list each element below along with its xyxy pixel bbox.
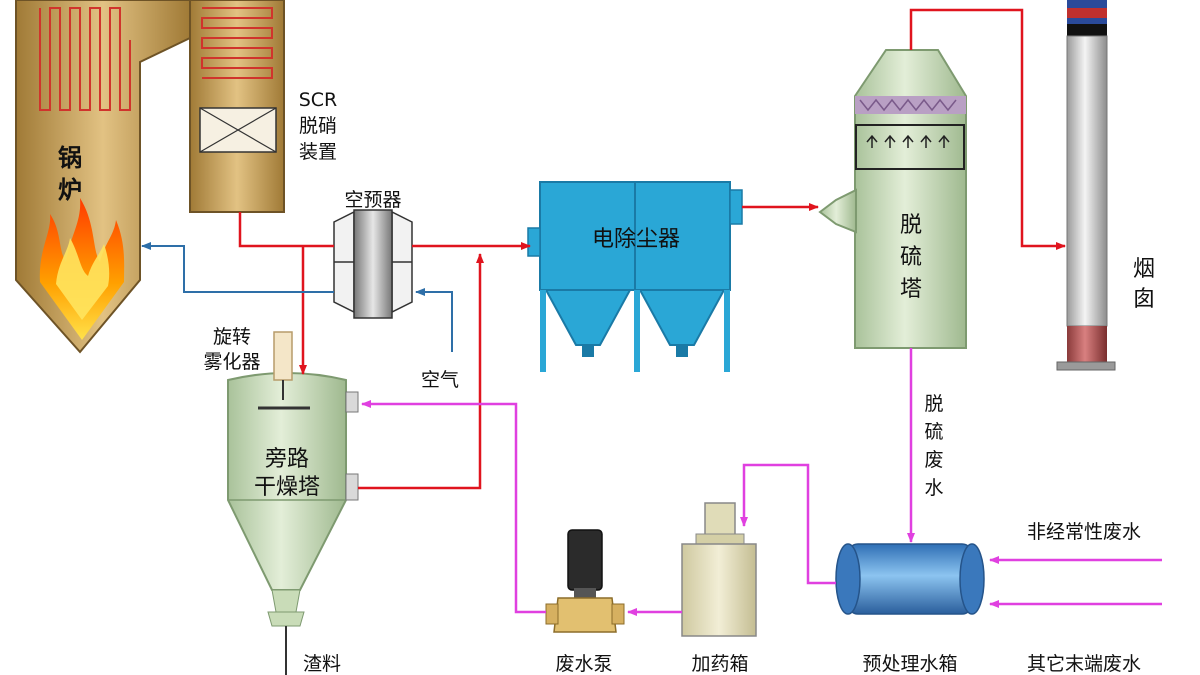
atomizer-label-1: 旋转 — [213, 326, 251, 348]
fgd-label-3: 塔 — [900, 277, 922, 302]
boiler-tube-coil — [39, 7, 131, 111]
air-preheater — [333, 209, 413, 319]
dryer-label-2: 干燥塔 — [254, 475, 320, 500]
fgd-tower — [818, 49, 967, 349]
demister-icon — [855, 124, 965, 170]
air-lines — [141, 242, 453, 352]
electrostatic-precipitator — [527, 181, 743, 372]
bypass-dryer — [227, 331, 359, 675]
chimney — [1056, 0, 1116, 371]
scr-tube-coil — [201, 7, 273, 79]
scr-label-1: SCR — [299, 89, 338, 111]
flame-icon — [39, 198, 125, 340]
air-label: 空气 — [421, 369, 459, 391]
fgd-wastewater-label-2: 硫 — [924, 421, 943, 443]
chimney-label-1: 烟 — [1133, 257, 1155, 282]
fgd-wastewater-label-1: 脱 — [924, 393, 943, 415]
fgd-wastewater-label-4: 水 — [924, 477, 943, 499]
fgd-label-2: 硫 — [900, 245, 922, 270]
dosing-tank-label: 加药箱 — [691, 653, 748, 675]
spray-nozzle-icon — [258, 331, 310, 410]
air-preheater-label: 空预器 — [344, 189, 401, 211]
other-wastewater-label: 其它末端废水 — [1027, 653, 1141, 675]
dosing-tank — [681, 502, 757, 637]
catalyst-icon — [199, 107, 277, 153]
esp-label: 电除尘器 — [592, 227, 680, 252]
atomizer-label-2: 雾化器 — [203, 351, 260, 373]
dryer-label-1: 旁路 — [265, 447, 309, 472]
wastewater-lines — [361, 348, 1162, 616]
scr-label-3: 装置 — [299, 141, 337, 163]
slag-label: 渣料 — [303, 653, 341, 675]
fgd-wastewater-label-3: 废 — [924, 449, 943, 471]
fgd-label-1: 脱 — [900, 213, 922, 238]
boiler: 锅 炉 — [15, 0, 191, 354]
wastewater-pump — [545, 529, 625, 633]
chimney-label-2: 囱 — [1133, 287, 1155, 312]
scr-reactor — [189, 0, 285, 213]
scr-label-2: 脱硝 — [299, 115, 337, 137]
flue-gas-lines — [238, 8, 1066, 490]
boiler-label-2: 炉 — [58, 176, 82, 204]
pretreatment-tank — [835, 543, 985, 615]
nonregular-wastewater-label: 非经常性废水 — [1027, 521, 1141, 543]
pretreatment-tank-label: 预处理水箱 — [862, 653, 957, 675]
boiler-label-1: 锅 — [58, 144, 82, 172]
wastewater-pump-label: 废水泵 — [555, 653, 612, 675]
